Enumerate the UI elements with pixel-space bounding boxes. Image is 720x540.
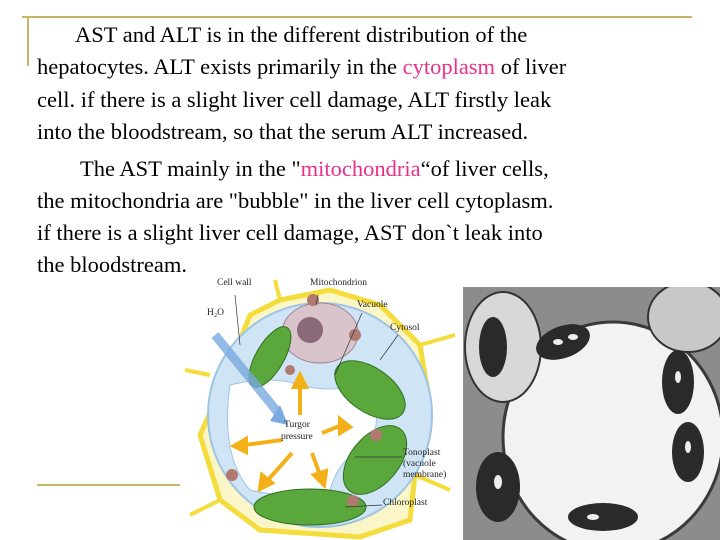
label-tonoplast: Tonoplast xyxy=(403,448,441,458)
label-chloroplast: Chloroplast xyxy=(383,498,428,508)
text-line: cell. if there is a slight liver cell da… xyxy=(37,87,552,112)
top-rule xyxy=(22,16,692,18)
label-tonoplast-2: (vacuole xyxy=(403,459,436,469)
label-vacuole: Vacuole xyxy=(357,300,388,310)
text-line: The AST mainly in the "mitochondria“of l… xyxy=(80,156,549,181)
label-h2o: H₂O xyxy=(207,308,225,318)
bottom-rule xyxy=(37,484,187,486)
left-rule xyxy=(27,16,29,66)
highlight-mitochondria: mitochondria xyxy=(300,156,421,181)
label-mitochondrion: Mitochondrion xyxy=(310,278,367,288)
text-line: hepatocytes. ALT exists primarily in the… xyxy=(37,54,567,79)
label-pressure: pressure xyxy=(281,432,313,442)
plant-cell-diagram: Cell wall Mitochondrion Vacuole Cytosol … xyxy=(180,275,460,540)
text-line: AST and ALT is in the different distribu… xyxy=(75,22,528,47)
micrograph-image xyxy=(463,281,720,540)
label-cell-wall: Cell wall xyxy=(217,278,252,288)
label-tonoplast-3: membrane) xyxy=(403,470,447,480)
text-line: the bloodstream. xyxy=(37,252,187,277)
label-cytosol: Cytosol xyxy=(390,323,420,333)
highlight-cytoplasm: cytoplasm xyxy=(402,54,496,79)
text-line: the mitochondria are "bubble" in the liv… xyxy=(37,188,554,213)
text-line: if there is a slight liver cell damage, … xyxy=(37,220,543,245)
label-turgor: Turgor xyxy=(284,420,310,430)
text-line: into the bloodstream, so that the serum … xyxy=(37,119,529,144)
